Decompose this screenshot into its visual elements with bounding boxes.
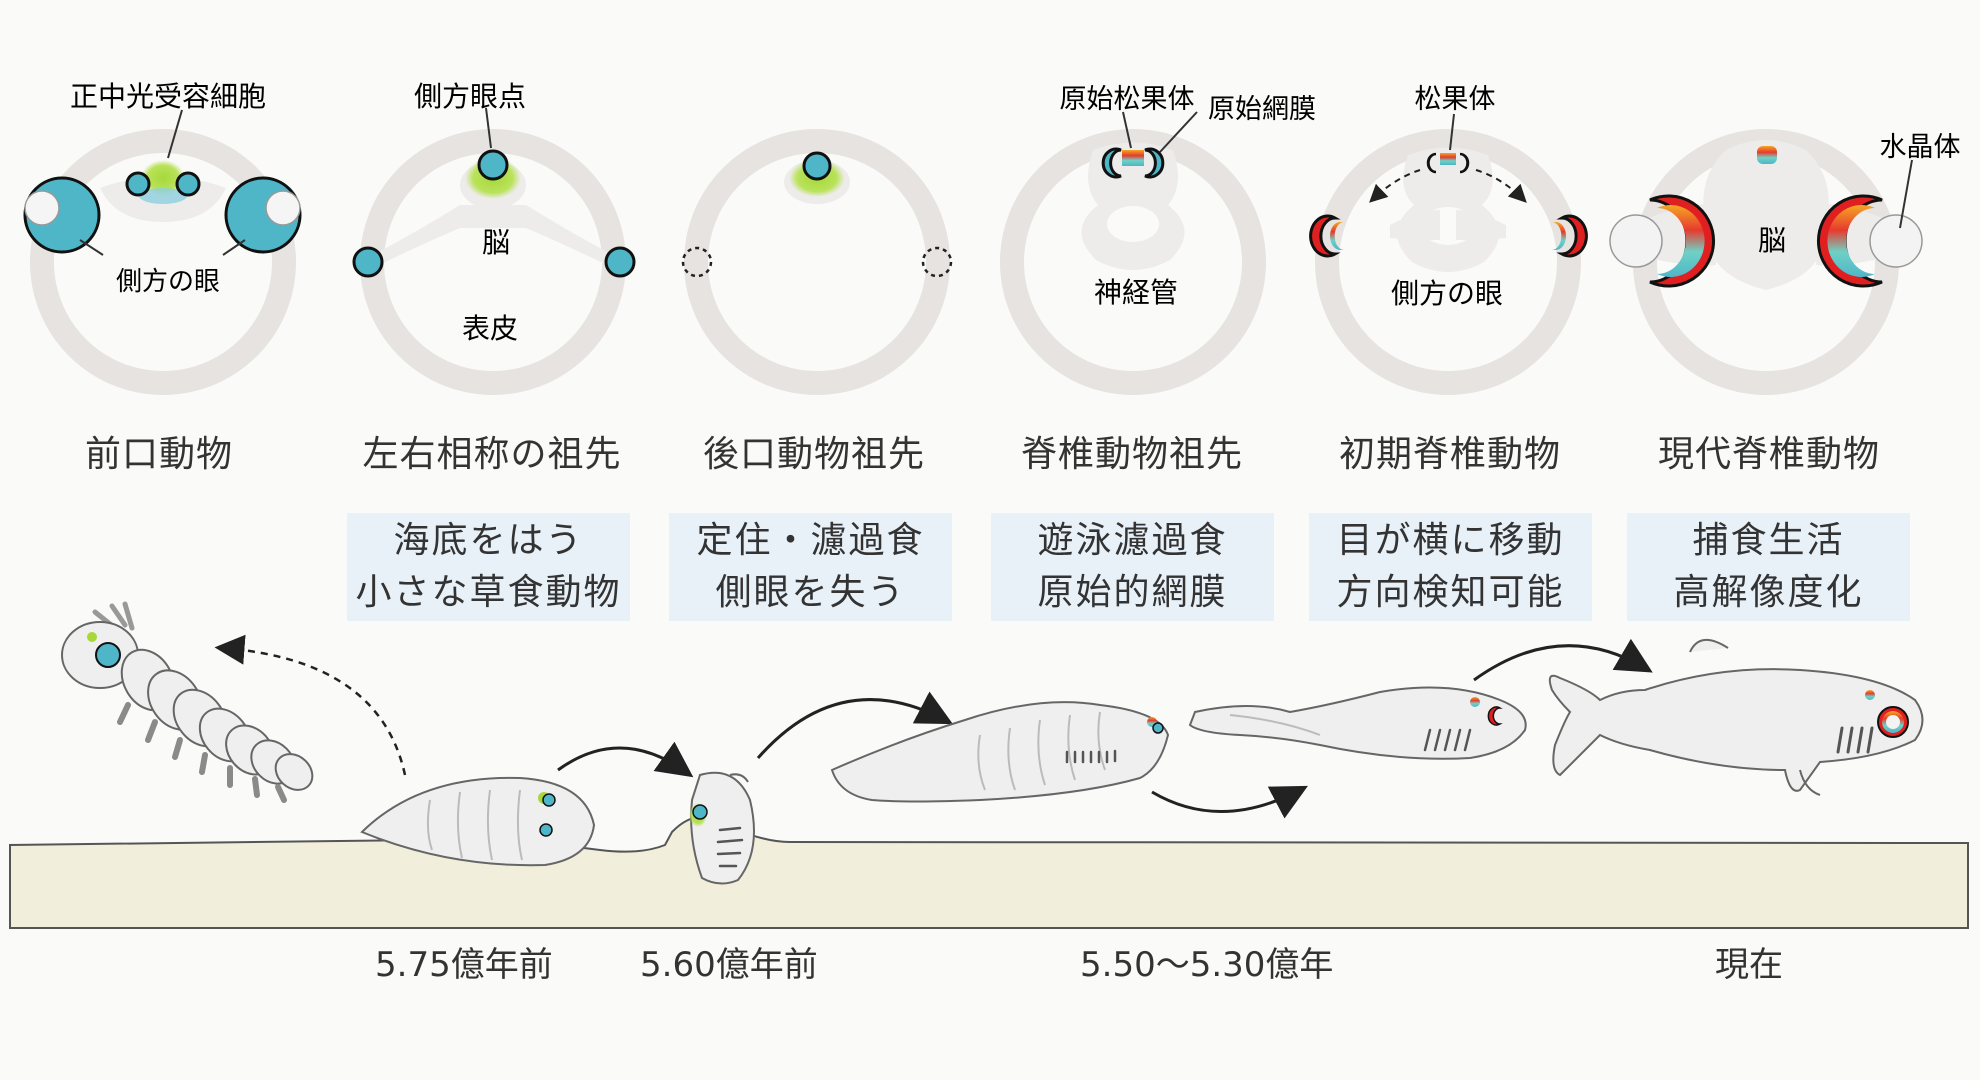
label-brain-modern: 脳 — [1758, 224, 1786, 257]
seafloor — [9, 815, 1969, 929]
early-vertebrate-animal — [1188, 686, 1527, 760]
desc-box-deuterostome: 定住・濾過食 側眼を失う — [669, 513, 952, 621]
stage-label-vertebrate-ancestor: 脊椎動物祖先 — [1020, 434, 1243, 475]
time-label-present: 現在 — [1715, 945, 1783, 985]
desc-line: 定住・濾過食 — [696, 520, 925, 561]
time-label-560: 5.60億年前 — [640, 945, 818, 985]
migration-arrow-right — [1475, 169, 1527, 203]
section-modern-vertebrate: 水晶体 脳 — [1609, 129, 1961, 395]
label-primitive-retina: 原始網膜 — [1208, 94, 1316, 125]
median-ocellus-right — [175, 171, 201, 197]
median-ocellus-left — [125, 171, 151, 197]
section-deuterostome-ancestor — [681, 129, 953, 395]
desc-box-bilaterian: 海底をはう 小さな草食動物 — [347, 513, 630, 621]
lens-left — [1609, 214, 1663, 268]
median-photoreceptor-patch — [141, 160, 185, 196]
eyespot-left — [352, 246, 384, 278]
desc-line: 方向検知可能 — [1336, 572, 1565, 613]
stage-label-protostome: 前口動物 — [84, 434, 233, 475]
time-label-575: 5.75億年前 — [375, 945, 553, 985]
migration-arrow-left — [1369, 169, 1421, 203]
evolution-scene — [9, 601, 1969, 929]
desc-box-modern-vertebrate: 捕食生活 高解像度化 — [1627, 513, 1910, 621]
early-lateral-eye-left — [1309, 214, 1341, 258]
label-lateral-eye-early: 側方の眼 — [1391, 277, 1503, 310]
primitive-retina-right — [1144, 147, 1165, 179]
modern-fish-animal — [1548, 639, 1924, 796]
lens-right — [1869, 214, 1923, 268]
primitive-pineal — [1122, 150, 1144, 166]
swimming-ancestor-animal — [830, 701, 1170, 803]
stage-label-bilaterian: 左右相称の祖先 — [362, 434, 622, 475]
label-brain: 脳 — [482, 226, 510, 259]
desc-line: 海底をはう — [393, 520, 584, 561]
median-eye — [802, 151, 832, 181]
section-vertebrate-ancestor: 原始松果体 原始網膜 神経管 — [1000, 84, 1316, 395]
section-protostome: 正中光受容細胞 側方の眼 — [23, 80, 302, 395]
stage-label-early-vertebrate: 初期脊椎動物 — [1338, 434, 1561, 475]
desc-box-vertebrate-ancestor: 遊泳濾過食 原始的網膜 — [991, 513, 1274, 621]
eyespot-right — [604, 246, 636, 278]
label-lens: 水晶体 — [1880, 132, 1961, 163]
section-early-vertebrate: 松果体 側方の眼 — [1309, 84, 1588, 395]
desc-line: 遊泳濾過食 — [1037, 520, 1228, 561]
desc-line: 原始的網膜 — [1037, 572, 1228, 613]
label-primitive-pineal: 原始松果体 — [1060, 84, 1195, 115]
lateral-eyespot-median — [477, 149, 509, 181]
label-median-photoreceptor: 正中光受容細胞 — [70, 80, 266, 113]
arrow-4 — [1473, 638, 1653, 682]
lost-eye-right — [921, 246, 953, 278]
desc-line: 目が横に移動 — [1336, 520, 1565, 561]
lost-eye-left — [681, 246, 713, 278]
arrow-1 — [557, 741, 694, 778]
desc-line: 捕食生活 — [1692, 520, 1845, 561]
label-lateral-eyespot: 側方眼点 — [414, 80, 526, 113]
pineal — [1440, 153, 1456, 165]
early-lateral-eye-right — [1556, 214, 1588, 258]
isopod-animal — [61, 601, 314, 803]
modern-pineal — [1757, 146, 1777, 164]
label-lateral-eye: 側方の眼 — [116, 267, 220, 297]
flatworm-animal — [360, 776, 596, 867]
stage-label-deuterostome: 後口動物祖先 — [702, 434, 925, 475]
arrow-2 — [756, 691, 953, 759]
desc-line: 小さな草食動物 — [355, 572, 622, 613]
primitive-retina-left — [1101, 147, 1122, 179]
dashed-arrow-to-isopod — [214, 634, 407, 776]
label-neural-tube: 神経管 — [1094, 276, 1178, 309]
label-epidermis: 表皮 — [462, 312, 518, 345]
section-bilaterian-ancestor: 側方眼点 脳 表皮 — [352, 80, 636, 395]
arrow-3 — [1151, 785, 1308, 819]
desc-line: 側眼を失う — [715, 572, 906, 613]
sessile-animal — [689, 771, 755, 885]
stage-label-modern-vertebrate: 現代脊椎動物 — [1657, 434, 1880, 475]
time-label-550-530: 5.50〜5.30億年 — [1080, 945, 1334, 985]
desc-line: 高解像度化 — [1673, 572, 1864, 613]
label-pineal: 松果体 — [1415, 84, 1496, 115]
desc-box-early-vertebrate: 目が横に移動 方向検知可能 — [1309, 513, 1592, 621]
